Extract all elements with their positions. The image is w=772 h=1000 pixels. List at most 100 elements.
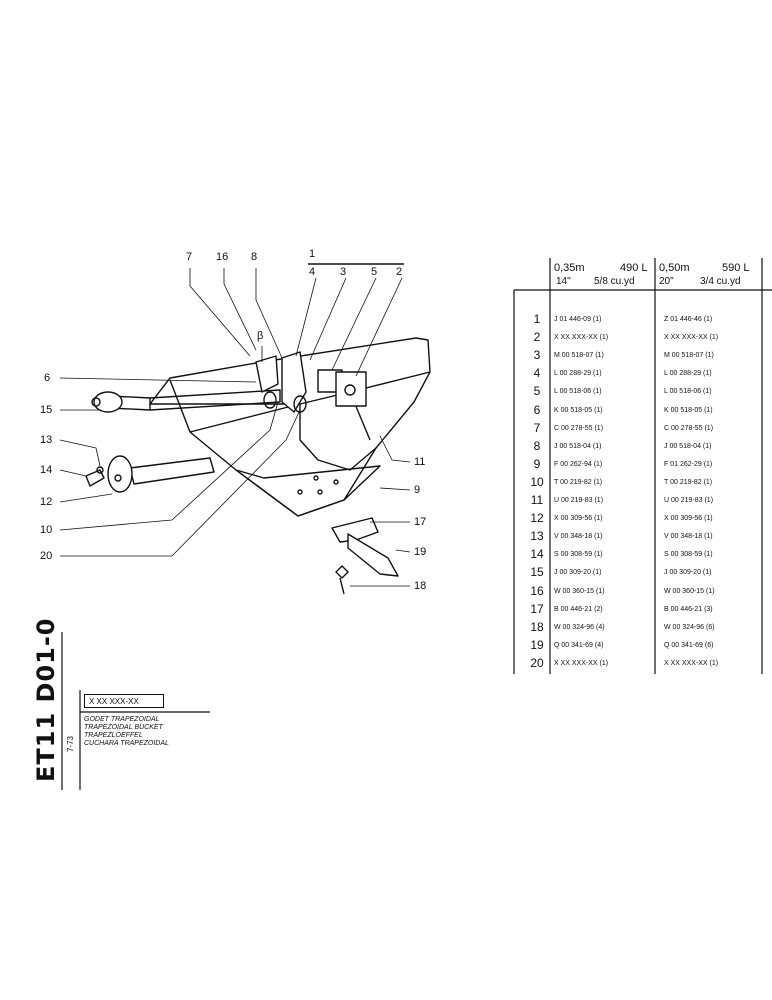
row-ref-col1: J 00 518-04 (1): [554, 442, 602, 450]
lower-pin: [129, 457, 215, 485]
callout-18: 18: [414, 580, 427, 592]
row-ref-col2: X XX XXX-XX (1): [664, 334, 719, 342]
table-row: 7 C 00 278-55 (1) C 00 278-55 (1): [514, 421, 772, 439]
name-en: TRAPEZOIDAL BUCKET: [84, 724, 163, 731]
callout-11: 11: [414, 456, 426, 468]
row-item-number: 19: [530, 637, 544, 652]
row-ref-col2: T 00 219-82 (1): [664, 478, 713, 486]
part-names: GODET TRAPEZOIDAL TRAPEZOIDAL BUCKET TRA…: [84, 716, 169, 748]
row-ref-col1: K 00 518-05 (1): [554, 406, 603, 414]
row-ref-col2: Z 01 446-46 (1): [664, 316, 713, 323]
callout-16: 16: [216, 251, 229, 263]
row-ref-col1: V 00 348-18 (1): [554, 533, 603, 541]
row-ref-col2: J 00 309-20 (1): [664, 569, 712, 577]
callout-9: 9: [414, 484, 421, 496]
callout-12: 12: [40, 496, 53, 508]
callout-8: 8: [251, 251, 258, 263]
row-ref-col2: L 00 288-29 (1): [664, 370, 712, 378]
row-ref-col2: W 00 324-96 (6): [664, 623, 715, 631]
table-row: 20 X XX XXX-XX (1) X XX XXX-XX (1): [514, 656, 772, 674]
row-item-number: 14: [530, 547, 544, 562]
tooth-adapter: [331, 517, 379, 543]
row-ref-col2: C 00 278-55 (1): [664, 424, 714, 432]
col1-capacity-l: 490 L: [620, 262, 648, 274]
upper-pin-eye: [93, 391, 123, 413]
row-ref-col2: B 00 446-21 (3): [664, 605, 713, 613]
row-ref-col1: W 00 324-96 (4): [554, 623, 605, 631]
row-ref-col2: M 00 518-07 (1): [664, 352, 714, 360]
col2-capacity-l: 590 L: [722, 262, 750, 274]
callout-20: 20: [40, 550, 53, 562]
row-ref-col1: C 00 278-55 (1): [554, 424, 604, 432]
callout-beta: β: [257, 330, 264, 342]
name-de: TRAPEZLOEFFEL: [84, 732, 143, 739]
row-item-number: 4: [533, 366, 541, 381]
row-item-number: 12: [530, 511, 544, 526]
row-item-number: 15: [530, 565, 544, 580]
row-item-number: 7: [533, 420, 541, 435]
row-item-number: 13: [530, 529, 544, 544]
row-ref-col1: L 00 518-06 (1): [554, 388, 602, 396]
row-item-number: 17: [530, 601, 544, 616]
row-item-number: 20: [530, 655, 544, 670]
table-row: 10 T 00 219-82 (1) T 00 219-82 (1): [514, 475, 772, 493]
row-item-number: 10: [530, 474, 544, 489]
callout-4: 4: [309, 266, 316, 278]
name-fr: GODET TRAPEZOIDAL: [84, 716, 160, 723]
col2-capacity-m: 0,50m: [659, 262, 690, 274]
row-ref-col2: L 00 518-06 (1): [664, 388, 712, 396]
callout-15: 15: [40, 404, 53, 416]
row-ref-col1: J 00 309-20 (1): [554, 569, 602, 577]
callout-19: 19: [414, 546, 427, 558]
bucket-cutting-edge: [235, 465, 381, 517]
row-ref-col1: M 00 518-07 (1): [554, 352, 604, 360]
col1-width: 14": [556, 276, 571, 287]
callout-13: 13: [40, 434, 53, 446]
row-item-number: 2: [533, 330, 541, 345]
row-ref-col1: S 00 308-59 (1): [554, 551, 603, 559]
table-row: 15 J 00 309-20 (1) J 00 309-20 (1): [514, 565, 772, 583]
row-ref-col1: T 00 219-82 (1): [554, 478, 603, 486]
row-ref-col2: F 01 262-29 (1): [664, 460, 713, 468]
row-item-number: 1: [533, 312, 541, 326]
row-ref-col1: U 00 219-83 (1): [554, 497, 604, 504]
row-ref-col2: V 00 348-18 (1): [664, 533, 713, 541]
row-ref-col1: X XX XXX-XX (1): [554, 659, 609, 667]
callout-5: 5: [371, 266, 378, 278]
callout-17: 17: [414, 516, 427, 528]
col2-width: 20": [659, 276, 674, 287]
tooth-point: [347, 533, 399, 577]
row-item-number: 5: [533, 384, 541, 399]
col1-capacity-m: 0,35m: [554, 262, 585, 274]
row-ref-col1: Q 00 341-69 (4): [554, 641, 604, 649]
table-row: 18 W 00 324-96 (4) W 00 324-96 (6): [514, 620, 772, 638]
row-ref-col2: Q 00 341-69 (6): [664, 641, 714, 649]
callout-2: 2: [396, 266, 403, 278]
row-ref-col2: X 00 309-56 (1): [664, 515, 713, 523]
row-ref-col1: F 00 262-94 (1): [554, 460, 603, 468]
row-item-number: 18: [530, 619, 544, 634]
assembly-part-number: X XX XXX-XX: [84, 694, 164, 708]
callout-7: 7: [186, 251, 193, 263]
callout-6: 6: [44, 372, 51, 384]
row-ref-col1: W 00 360-15 (1): [554, 587, 605, 595]
name-es: CUCHARA TRAPEZOIDAL: [84, 740, 169, 747]
callout-1: 1: [309, 248, 316, 260]
row-item-number: 9: [533, 456, 541, 471]
row-ref-col2: X XX XXX-XX (1): [664, 659, 719, 667]
callout-14: 14: [40, 464, 53, 476]
bucket-top-rail: [149, 337, 431, 405]
row-item-number: 11: [530, 493, 544, 507]
row-ref-col2: U 00 219-83 (1): [664, 497, 714, 504]
table-row: 5 L 00 518-06 (1) L 00 518-06 (1): [514, 384, 772, 402]
table-row: 19 Q 00 341-69 (4) Q 00 341-69 (6): [514, 638, 772, 656]
col1-cu-yd: 5/8 cu.yd: [594, 276, 635, 287]
